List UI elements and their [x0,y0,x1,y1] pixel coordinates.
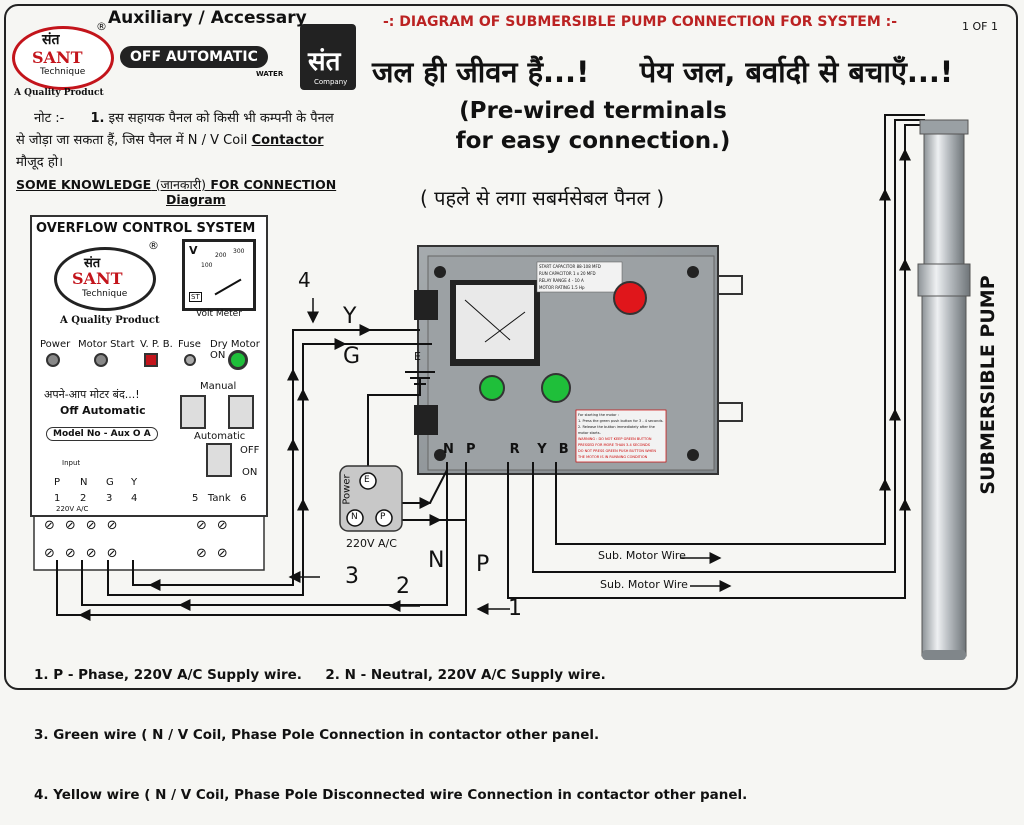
prewired-hindi: ( पहले से लगा सबर्मसेबल पैनल ) [420,186,665,210]
legend-line-3: 4. Yellow wire ( N / V Coil, Phase Pole … [34,787,748,803]
knowledge-heading: SOME KNOWLEDGE (जानकारी) FOR CONNECTION [16,177,337,192]
legend: 1. P - Phase, 220V A/C Supply wire. 2. N… [34,625,747,825]
wire-label-g: G [343,344,361,369]
overflow-logo: संत SANT Technique ® A Quality Product [54,239,160,327]
wire-label-2: 2 [396,574,410,599]
pump-terminal-labels: N P R Y B [443,442,570,457]
knowledge-diagram: Diagram [166,192,226,207]
red-lamp [613,281,647,315]
sub-motor-wire-1: Sub. Motor Wire [598,549,686,562]
prewired-caption: (Pre-wired terminals for easy connection… [455,98,731,154]
fuse-indicator [184,354,196,366]
off-automatic-label: Off Automatic [60,404,146,417]
legend-line-2: 3. Green wire ( N / V Coil, Phase Pole C… [34,727,600,743]
overflow-title: OVERFLOW CONTROL SYSTEM [36,221,256,236]
hindi-auto: अपने-आप मोटर बंद...! [44,388,140,401]
wire-label-1: 1 [508,596,522,621]
volt-meter-label: Volt Meter [196,309,242,319]
page-title: -: DIAGRAM OF SUBMERSIBLE PUMP CONNECTIO… [383,14,898,30]
tagline: A Quality Product [14,88,104,98]
model-number: Model No - Aux O A [46,427,158,441]
instruction-plate: For starting the motor : 1. Press the gr… [578,413,664,459]
wire-label-4: 4 [298,268,311,292]
motor-start-indicator [94,353,108,367]
wiring-svg [33,114,971,660]
page-number: 1 OF 1 [962,20,998,33]
dry-motor-lamp [228,350,248,370]
power-voltage: 220V A/C [346,537,397,550]
power-box-label: Power [341,474,353,505]
submersible-pump [917,119,971,660]
note-text: नोट :- 1. इस सहायक पैनल को किसी भी कम्पन… [16,111,334,170]
wire-label-p: P [476,552,490,577]
spec-plate: START CAPACITOR 88-108 MFD RUN CAPACITOR… [539,264,601,290]
legend-line-1: 1. P - Phase, 220V A/C Supply wire. 2. N… [34,667,606,683]
wire-label-n: N [428,548,445,573]
hindi-slogan: जल ही जीवन हैं...! पेय जल, बर्वादी से बच… [372,55,954,89]
green-push-button-1 [479,375,505,401]
terminal-block [33,512,265,571]
pump-label: SUBMERSIBLE PUMP [977,275,999,495]
earth-label: E [414,350,421,363]
water-logo: संत Company WATER [252,24,362,94]
automatic-switch[interactable] [206,443,232,477]
off-automatic-badge: OFF AUTOMATIC [120,46,268,68]
sant-logo: संत SANT Technique ® A Quality Product [12,14,114,100]
wire-label-y: Y [343,304,357,329]
aux-title: Auxiliary / Accessary [108,8,307,28]
input-terminals: ⊘⊘⊘⊘ ⊘⊘⊘⊘ [44,518,128,561]
manual-switch-left[interactable] [180,395,206,429]
power-indicator [46,353,60,367]
sub-motor-wire-2: Sub. Motor Wire [600,578,688,591]
wire-label-3: 3 [345,564,359,589]
volt-meter: V 100 200 300 ST [182,239,256,311]
green-push-button-2 [541,373,571,403]
tank-terminals: ⊘⊘ ⊘⊘ [196,518,238,561]
manual-switch-right[interactable] [228,395,254,429]
diagram-frame [4,4,1018,690]
overflow-panel: OVERFLOW CONTROL SYSTEM संत SANT Techniq… [30,215,268,517]
vpb-button[interactable] [144,353,158,367]
